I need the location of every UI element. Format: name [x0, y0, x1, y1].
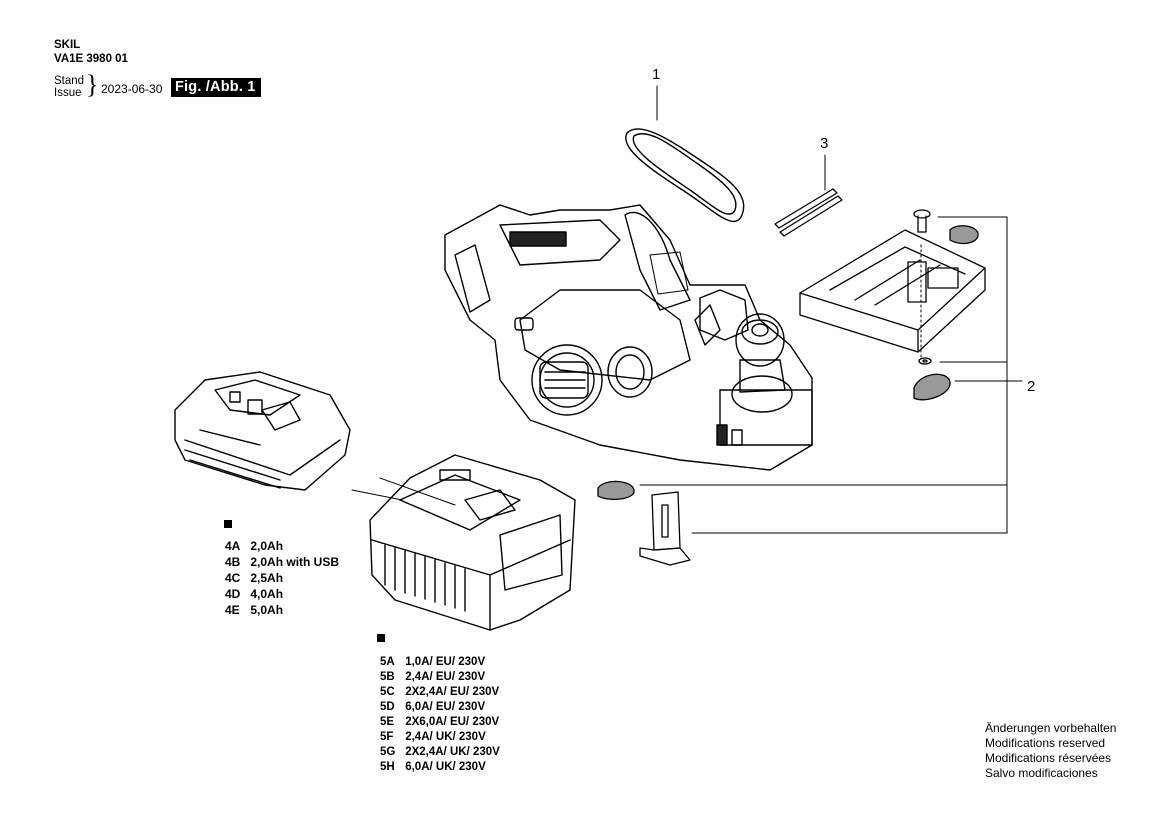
list-item: 5E 2X6,0A/ EU/ 230V	[380, 716, 500, 728]
list-item: 5A 1,0A/ EU/ 230V	[380, 656, 486, 668]
screw-and-washer	[913, 209, 932, 365]
document-number: VA1E 3980 01	[54, 53, 128, 65]
list-item: 5G 2X2,4A/ UK/ 230V	[380, 746, 500, 758]
list-item: 4D 4,0Ah	[225, 587, 284, 601]
brace-glyph: }	[86, 70, 99, 99]
list-item: 4B 2,0Ah with USB	[225, 555, 340, 569]
stand-issue-label: Stand Issue	[54, 75, 84, 99]
list-item: 4A 2,0Ah	[225, 539, 284, 553]
stand-label: Stand	[54, 75, 85, 87]
notice-line: Salvo modificaciones	[985, 766, 1098, 780]
notice-line: Modifications reserved	[985, 736, 1106, 750]
callout-number: 2	[1027, 378, 1036, 395]
modifications-notice: Änderungen vorbehalten Modifications res…	[985, 721, 1116, 781]
list-item: 5C 2X2,4A/ EU/ 230V	[380, 686, 500, 698]
charger-options-list: 5A 1,0A/ EU/ 230V 5B 2,4A/ EU/ 230V 5C 2…	[380, 655, 500, 775]
notice-line: Modifications réservées	[985, 751, 1112, 765]
leader-lines	[351, 85, 1023, 534]
bullet-square	[377, 634, 385, 642]
bullet-square	[224, 520, 232, 528]
battery-options-list: 4A 2,0Ah 4B 2,0Ah with USB 4C 2,5Ah 4D 4…	[225, 538, 339, 618]
list-item: 4C 2,5Ah	[225, 571, 284, 585]
issue-date: 2023-06-30	[101, 82, 163, 96]
list-item: 5F 2,4A/ UK/ 230V	[380, 731, 486, 743]
callout-number: 3	[820, 135, 829, 152]
notice-line: Änderungen vorbehalten	[985, 721, 1117, 735]
list-item: 4E 5,0Ah	[225, 603, 284, 617]
figure-label: Fig. /Abb. 1	[171, 78, 261, 97]
charger	[369, 454, 576, 631]
brand-name: SKIL	[54, 39, 81, 51]
wing-knobs	[597, 225, 979, 501]
list-item: 5B 2,4A/ EU/ 230V	[380, 671, 486, 683]
list-item: 5D 6,0A/ EU/ 230V	[380, 701, 486, 713]
issue-label: Issue	[54, 87, 82, 99]
parallel-guide	[799, 229, 986, 353]
drive-belt	[625, 128, 745, 222]
planer-blades	[774, 188, 843, 237]
battery-pack	[174, 371, 351, 491]
depth-stop	[639, 491, 691, 566]
callout-number: 1	[652, 66, 661, 83]
list-item: 5H 6,0A/ UK/ 230V	[380, 761, 486, 773]
planer-body	[444, 204, 813, 471]
